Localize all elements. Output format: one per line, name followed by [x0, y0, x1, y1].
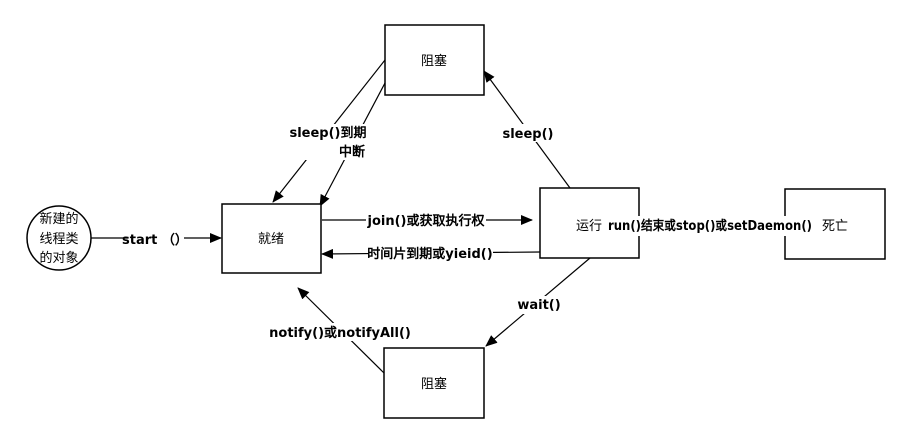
node-blocked-top: 阻塞 — [384, 24, 485, 96]
edge-label-sleep: sleep() — [502, 127, 553, 142]
node-dead-label: 死亡 — [822, 219, 848, 234]
node-blocked-top-label: 阻塞 — [421, 53, 447, 69]
edge-label-start: start （） — [122, 232, 188, 248]
node-ready: 就绪 — [221, 203, 322, 274]
node-running-label: 运行 — [576, 219, 602, 234]
node-new-object: 新建的 线程类 的对象 — [26, 205, 92, 271]
edge-label-sleep-expired-line-1: sleep()到期 — [289, 126, 366, 141]
node-blocked-bottom: 阻塞 — [383, 347, 485, 419]
node-blocked-bottom-label: 阻塞 — [421, 376, 447, 392]
edge-label-sleep-expired-line-2: 中断 — [339, 144, 365, 160]
edge-label-wait: wait() — [517, 298, 560, 313]
node-new-object-line-3: 的对象 — [39, 250, 78, 266]
edge-label-finish: run()结束或stop()或setDaemon() — [608, 218, 812, 234]
node-new-object-line-2: 线程类 — [39, 232, 78, 247]
edge-label-time-slice: 时间片到期或yieid() — [367, 246, 492, 262]
edge-label-join: join()或获取执行权 — [367, 213, 486, 229]
node-ready-label: 就绪 — [258, 232, 284, 247]
edge-label-notify: notify()或notifyAll() — [269, 325, 411, 341]
node-new-object-line-1: 新建的 — [39, 211, 78, 227]
